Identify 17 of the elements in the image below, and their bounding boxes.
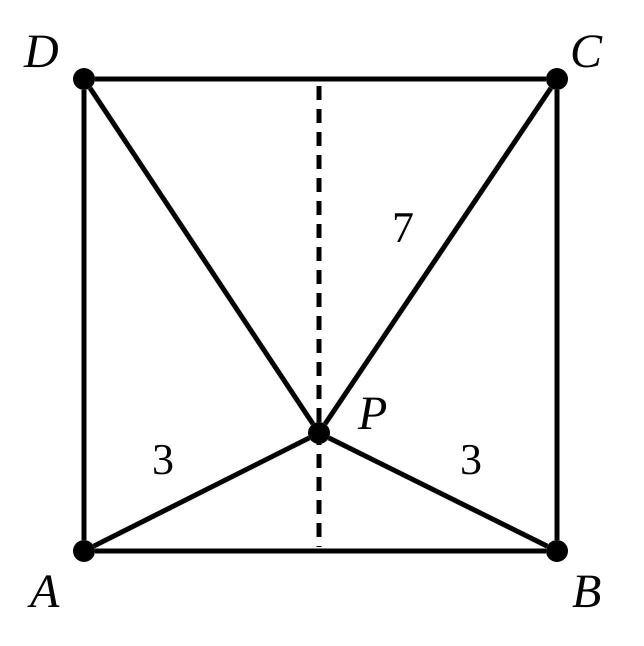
vertex-label: D: [24, 28, 59, 76]
vertex-label: P: [358, 390, 388, 438]
vertex-point: [308, 422, 330, 444]
line-segment: [95, 548, 546, 554]
vertex-point: [546, 68, 568, 90]
vertex-point: [73, 540, 95, 562]
line-segment: [328, 436, 548, 548]
line-segment: [82, 90, 86, 540]
vertex-point: [546, 540, 568, 562]
line-segment: [323, 86, 553, 426]
line-segment: [554, 90, 560, 540]
line-segment: [92, 436, 310, 548]
line-segment: [95, 76, 546, 82]
vertex-label: C: [570, 28, 602, 76]
line-segment: [88, 86, 315, 426]
vertex-label: B: [572, 568, 602, 616]
vertex-point: [73, 68, 95, 90]
